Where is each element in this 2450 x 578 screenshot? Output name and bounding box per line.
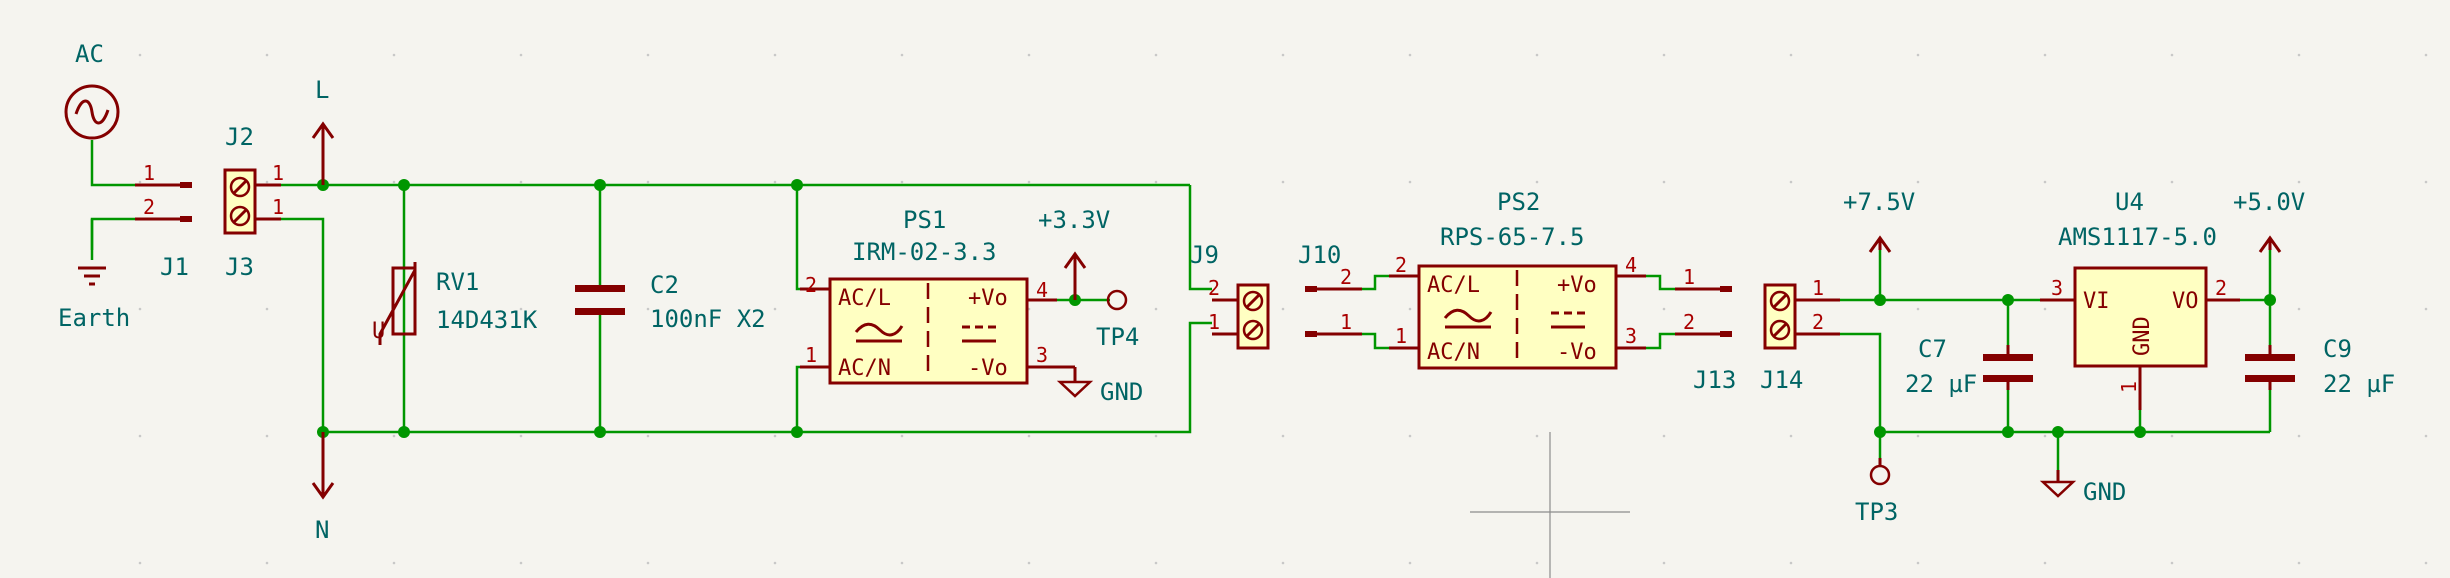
crosshair-cursor xyxy=(1470,432,1630,578)
gnd-out-text: GND xyxy=(2083,478,2126,506)
j1-pin2: 2 xyxy=(143,195,155,219)
c9-ref: C9 xyxy=(2323,335,2352,363)
ps2-pin-von: -Vo xyxy=(1557,340,1597,365)
j10-p2: 2 xyxy=(1340,265,1352,289)
u4-pin-gnd: GND xyxy=(2130,316,2155,356)
j1-connector[interactable]: 1 2 J1 xyxy=(135,161,192,281)
ps1-pin-acn: AC/N xyxy=(838,356,891,381)
c7-value: 22 µF xyxy=(1905,370,1977,398)
c2-ref: C2 xyxy=(650,271,679,299)
ps2-value: RPS-65-7.5 xyxy=(1440,223,1585,251)
u4-pin-vo: VO xyxy=(2172,289,2199,314)
u4-pin-vi: VI xyxy=(2083,289,2110,314)
u4-p3: 3 xyxy=(2051,276,2063,300)
c9-value: 22 µF xyxy=(2323,370,2395,398)
rv1-varistor[interactable]: U RV1 14D431K xyxy=(372,262,538,345)
j2-j3-terminal[interactable]: J2 1 1 J3 xyxy=(223,123,284,281)
j13-p1: 1 xyxy=(1683,265,1695,289)
ps2-pin-acn: AC/N xyxy=(1427,340,1480,365)
rv1-value: 14D431K xyxy=(436,306,538,334)
j13-p2: 2 xyxy=(1683,310,1695,334)
u4-ref: U4 xyxy=(2115,188,2144,216)
ps1-module[interactable]: PS1 IRM-02-3.3 AC/L AC/N +Vo -Vo 2 1 4 3 xyxy=(800,206,1068,385)
ac-source[interactable]: AC xyxy=(64,40,120,140)
ps1-p4: 4 xyxy=(1036,278,1048,302)
ps1-p3: 3 xyxy=(1036,343,1048,367)
ac-source-ref: AC xyxy=(75,40,104,68)
u4-regulator[interactable]: U4 AMS1117-5.0 VI VO GND 3 2 1 xyxy=(2040,188,2240,410)
ps1-p2: 2 xyxy=(805,273,817,297)
j10-ref: J10 xyxy=(1298,241,1341,269)
tp3-ref: TP3 xyxy=(1855,498,1898,526)
c2-value: 100nF X2 xyxy=(650,305,766,333)
c7-capacitor[interactable]: C7 22 µF xyxy=(1905,335,2033,398)
rv1-ref: RV1 xyxy=(436,268,479,296)
j14-ref: J14 xyxy=(1760,366,1803,394)
tp4-ref: TP4 xyxy=(1096,323,1139,351)
ps2-p1: 1 xyxy=(1395,324,1407,348)
j3-ref: J3 xyxy=(225,253,254,281)
net-5v-text: +5.0V xyxy=(2233,188,2305,216)
ps1-pin-von: -Vo xyxy=(968,356,1008,381)
j10-p1: 1 xyxy=(1340,310,1352,334)
ps2-p3: 3 xyxy=(1625,324,1637,348)
j1-ref: J1 xyxy=(160,253,189,281)
net-label-n[interactable]: N xyxy=(311,432,335,544)
gnd-symbol-ps1[interactable]: GND xyxy=(1056,365,1143,406)
ps1-p1: 1 xyxy=(805,343,817,367)
ac-source-icon xyxy=(64,84,120,140)
wires xyxy=(90,140,2272,470)
c7-ref: C7 xyxy=(1918,335,1947,363)
ps2-p2: 2 xyxy=(1395,253,1407,277)
ps1-value: IRM-02-3.3 xyxy=(852,238,997,266)
net-l-text: L xyxy=(315,76,329,104)
net-3v3-text: +3.3V xyxy=(1038,206,1110,234)
j2-pin1: 1 xyxy=(272,161,284,185)
j2-ref: J2 xyxy=(225,123,254,151)
c9-capacitor[interactable]: C9 22 µF xyxy=(2245,335,2395,398)
net-n-text: N xyxy=(315,516,329,544)
rv1-symbol: U xyxy=(372,319,385,344)
ps1-ref: PS1 xyxy=(903,206,946,234)
ps2-pin-acl: AC/L xyxy=(1427,273,1480,298)
ps2-ref: PS2 xyxy=(1497,188,1540,216)
ps2-module[interactable]: PS2 RPS-65-7.5 AC/L AC/N +Vo -Vo 2 1 4 3 xyxy=(1389,188,1646,370)
net-label-7v5[interactable]: +7.5V xyxy=(1843,188,1915,253)
ps1-pin-vop: +Vo xyxy=(968,286,1008,311)
c2-capacitor[interactable]: C2 100nF X2 xyxy=(575,271,766,333)
j14-p2: 2 xyxy=(1812,310,1824,334)
tp3-testpoint[interactable]: TP3 xyxy=(1855,458,1898,526)
j3-pin1: 1 xyxy=(272,195,284,219)
earth-label: Earth xyxy=(58,304,130,332)
j13-ref: J13 xyxy=(1693,366,1736,394)
earth-symbol: Earth xyxy=(58,219,130,332)
j9-p1: 1 xyxy=(1208,310,1220,334)
net-label-5v[interactable]: +5.0V xyxy=(2233,188,2305,253)
ps1-pin-acl: AC/L xyxy=(838,286,891,311)
j9-ref: J9 xyxy=(1190,241,1219,269)
gnd-symbol-out[interactable]: GND xyxy=(2039,470,2126,506)
u4-p2: 2 xyxy=(2215,276,2227,300)
net-7v5-text: +7.5V xyxy=(1843,188,1915,216)
j13-connector[interactable]: 1 2 J13 xyxy=(1675,265,1736,394)
j9-p2: 2 xyxy=(1208,276,1220,300)
tp4-testpoint[interactable]: TP4 xyxy=(1096,289,1139,351)
j14-terminal[interactable]: 1 2 J14 xyxy=(1760,276,1840,394)
u4-value: AMS1117-5.0 xyxy=(2058,223,2217,251)
ps2-p4: 4 xyxy=(1625,253,1637,277)
net-label-l[interactable]: L xyxy=(311,76,335,185)
j9-terminal[interactable]: J9 2 1 xyxy=(1190,241,1270,350)
j1-pin1: 1 xyxy=(143,161,155,185)
net-label-3v3[interactable]: +3.3V xyxy=(1038,206,1110,300)
ps2-pin-vop: +Vo xyxy=(1557,273,1597,298)
gnd-ps1-text: GND xyxy=(1100,378,1143,406)
j10-connector[interactable]: J10 2 1 xyxy=(1298,241,1362,337)
u4-p1: 1 xyxy=(2117,381,2141,393)
j14-p1: 1 xyxy=(1812,276,1824,300)
